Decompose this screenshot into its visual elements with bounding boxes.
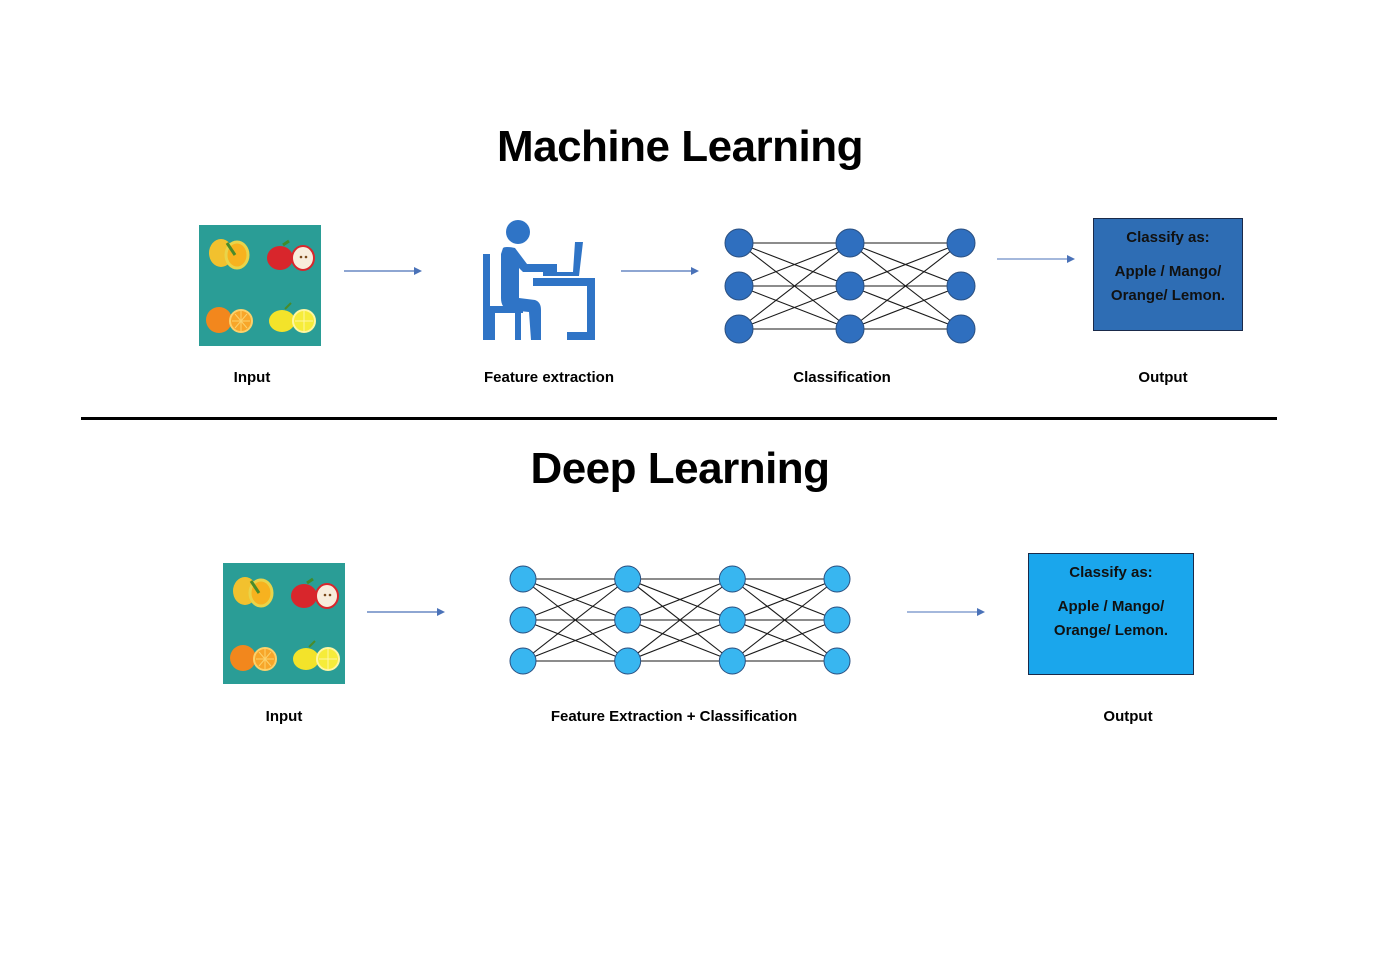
network-connection <box>738 285 851 330</box>
network-node <box>509 565 537 593</box>
network-node <box>823 647 851 675</box>
ml-title: Machine Learning <box>496 122 864 171</box>
network-node <box>614 647 642 675</box>
network-node <box>835 314 865 344</box>
mango-icon <box>209 239 250 270</box>
output-classes: Apple / Mango/ Orange/ Lemon. <box>1094 260 1242 308</box>
output-classes-line2: Orange/ Lemon. <box>1053 622 1169 639</box>
network-connection <box>627 578 733 621</box>
network-node <box>614 565 642 593</box>
network-node <box>614 606 642 634</box>
ml-arrow-1 <box>344 267 422 275</box>
network-connection <box>627 619 733 662</box>
network-connection <box>522 578 628 621</box>
dl-output-box: Classify as: Apple / Mango/ Orange/ Lemo… <box>1028 553 1194 675</box>
network-connection <box>849 242 962 287</box>
network-node <box>509 647 537 675</box>
network-connection <box>522 578 629 662</box>
dl-arrow-1 <box>367 608 445 616</box>
network-node <box>835 271 865 301</box>
network-node <box>823 565 851 593</box>
output-heading: Classify as: <box>1069 564 1153 581</box>
dl-label-output: Output <box>1103 708 1153 725</box>
lemon-icon <box>293 640 340 671</box>
dl-title: Deep Learning <box>530 444 830 493</box>
network-node <box>823 606 851 634</box>
output-classes: Apple / Mango/ Orange/ Lemon. <box>1029 595 1193 643</box>
ml-neural-network <box>724 228 976 344</box>
ml-label-feature-extraction: Feature extraction <box>483 369 615 386</box>
network-connection <box>849 285 962 330</box>
network-connection <box>522 619 628 662</box>
network-connection <box>732 619 838 662</box>
ml-input-fruit-image <box>199 225 321 346</box>
network-node <box>946 271 976 301</box>
ml-arrow-3 <box>997 255 1075 263</box>
network-node <box>509 606 537 634</box>
fruit-illustration <box>206 239 316 333</box>
mango-icon <box>233 577 274 608</box>
ml-label-input: Input <box>233 369 271 386</box>
dl-input-fruit-image <box>223 563 345 684</box>
dl-neural-network <box>509 565 851 675</box>
network-node <box>718 647 746 675</box>
network-node <box>946 314 976 344</box>
network-connection <box>849 242 962 330</box>
network-connection <box>731 578 838 662</box>
ml-label-output: Output <box>1138 369 1188 386</box>
person-at-desk-icon <box>483 220 595 340</box>
network-connection <box>627 578 733 662</box>
network-node <box>718 606 746 634</box>
network-connection <box>738 242 851 330</box>
output-classes-line2: Orange/ Lemon. <box>1110 287 1226 304</box>
network-node <box>835 228 865 258</box>
output-heading: Classify as: <box>1126 229 1210 246</box>
fruit-illustration <box>230 577 340 671</box>
section-divider <box>81 417 1277 420</box>
orange-icon <box>230 645 277 671</box>
dl-label-input: Input <box>265 708 303 725</box>
output-classes-line1: Apple / Mango/ <box>1057 598 1165 615</box>
network-node <box>718 565 746 593</box>
network-node <box>946 228 976 258</box>
apple-icon <box>267 239 315 271</box>
dl-arrow-2 <box>907 608 985 616</box>
network-connection <box>732 578 838 621</box>
dl-label-feature-extraction-classification: Feature Extraction + Classification <box>550 708 798 725</box>
output-classes-line1: Apple / Mango/ <box>1114 263 1222 280</box>
orange-icon <box>206 307 253 333</box>
network-node <box>724 228 754 258</box>
ml-label-classification: Classification <box>793 369 891 386</box>
network-node <box>724 314 754 344</box>
network-connection <box>738 242 851 287</box>
ml-output-box: Classify as: Apple / Mango/ Orange/ Lemo… <box>1093 218 1243 331</box>
lemon-icon <box>269 302 316 333</box>
apple-icon <box>291 577 339 609</box>
network-node <box>724 271 754 301</box>
ml-arrow-2 <box>621 267 699 275</box>
